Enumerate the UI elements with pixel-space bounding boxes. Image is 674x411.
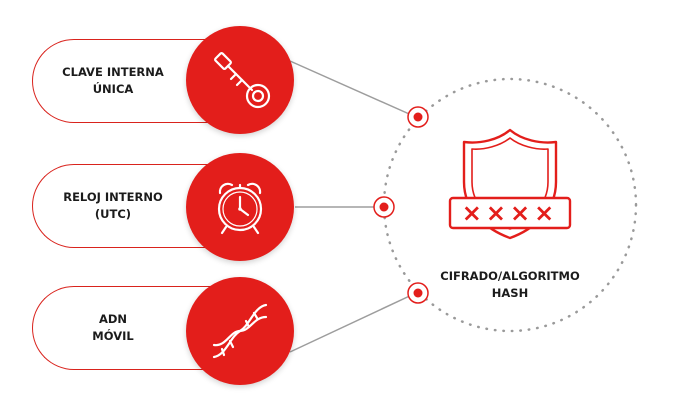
- connector-line-3: [289, 292, 417, 353]
- input-label-1: CLAVE INTERNA ÚNICA: [62, 65, 164, 96]
- hub-label: CIFRADO/ALGORITMO HASH: [440, 269, 580, 300]
- connector-node-3: [407, 282, 429, 304]
- connector-line-1: [289, 60, 417, 118]
- input-label-2: RELOJ INTERNO (UTC): [63, 190, 163, 221]
- connector-node-1: [407, 106, 429, 128]
- input-label-3: ADN MÓVIL: [92, 312, 134, 343]
- alarm-clock-icon: [186, 153, 294, 261]
- connector-node-2: [373, 196, 395, 218]
- password-mask: ××××: [462, 199, 558, 227]
- shield-password-icon: ××××: [448, 128, 572, 240]
- hub-dotted-circle: [382, 77, 638, 333]
- key-icon: [186, 26, 294, 134]
- dna-icon: [186, 277, 294, 385]
